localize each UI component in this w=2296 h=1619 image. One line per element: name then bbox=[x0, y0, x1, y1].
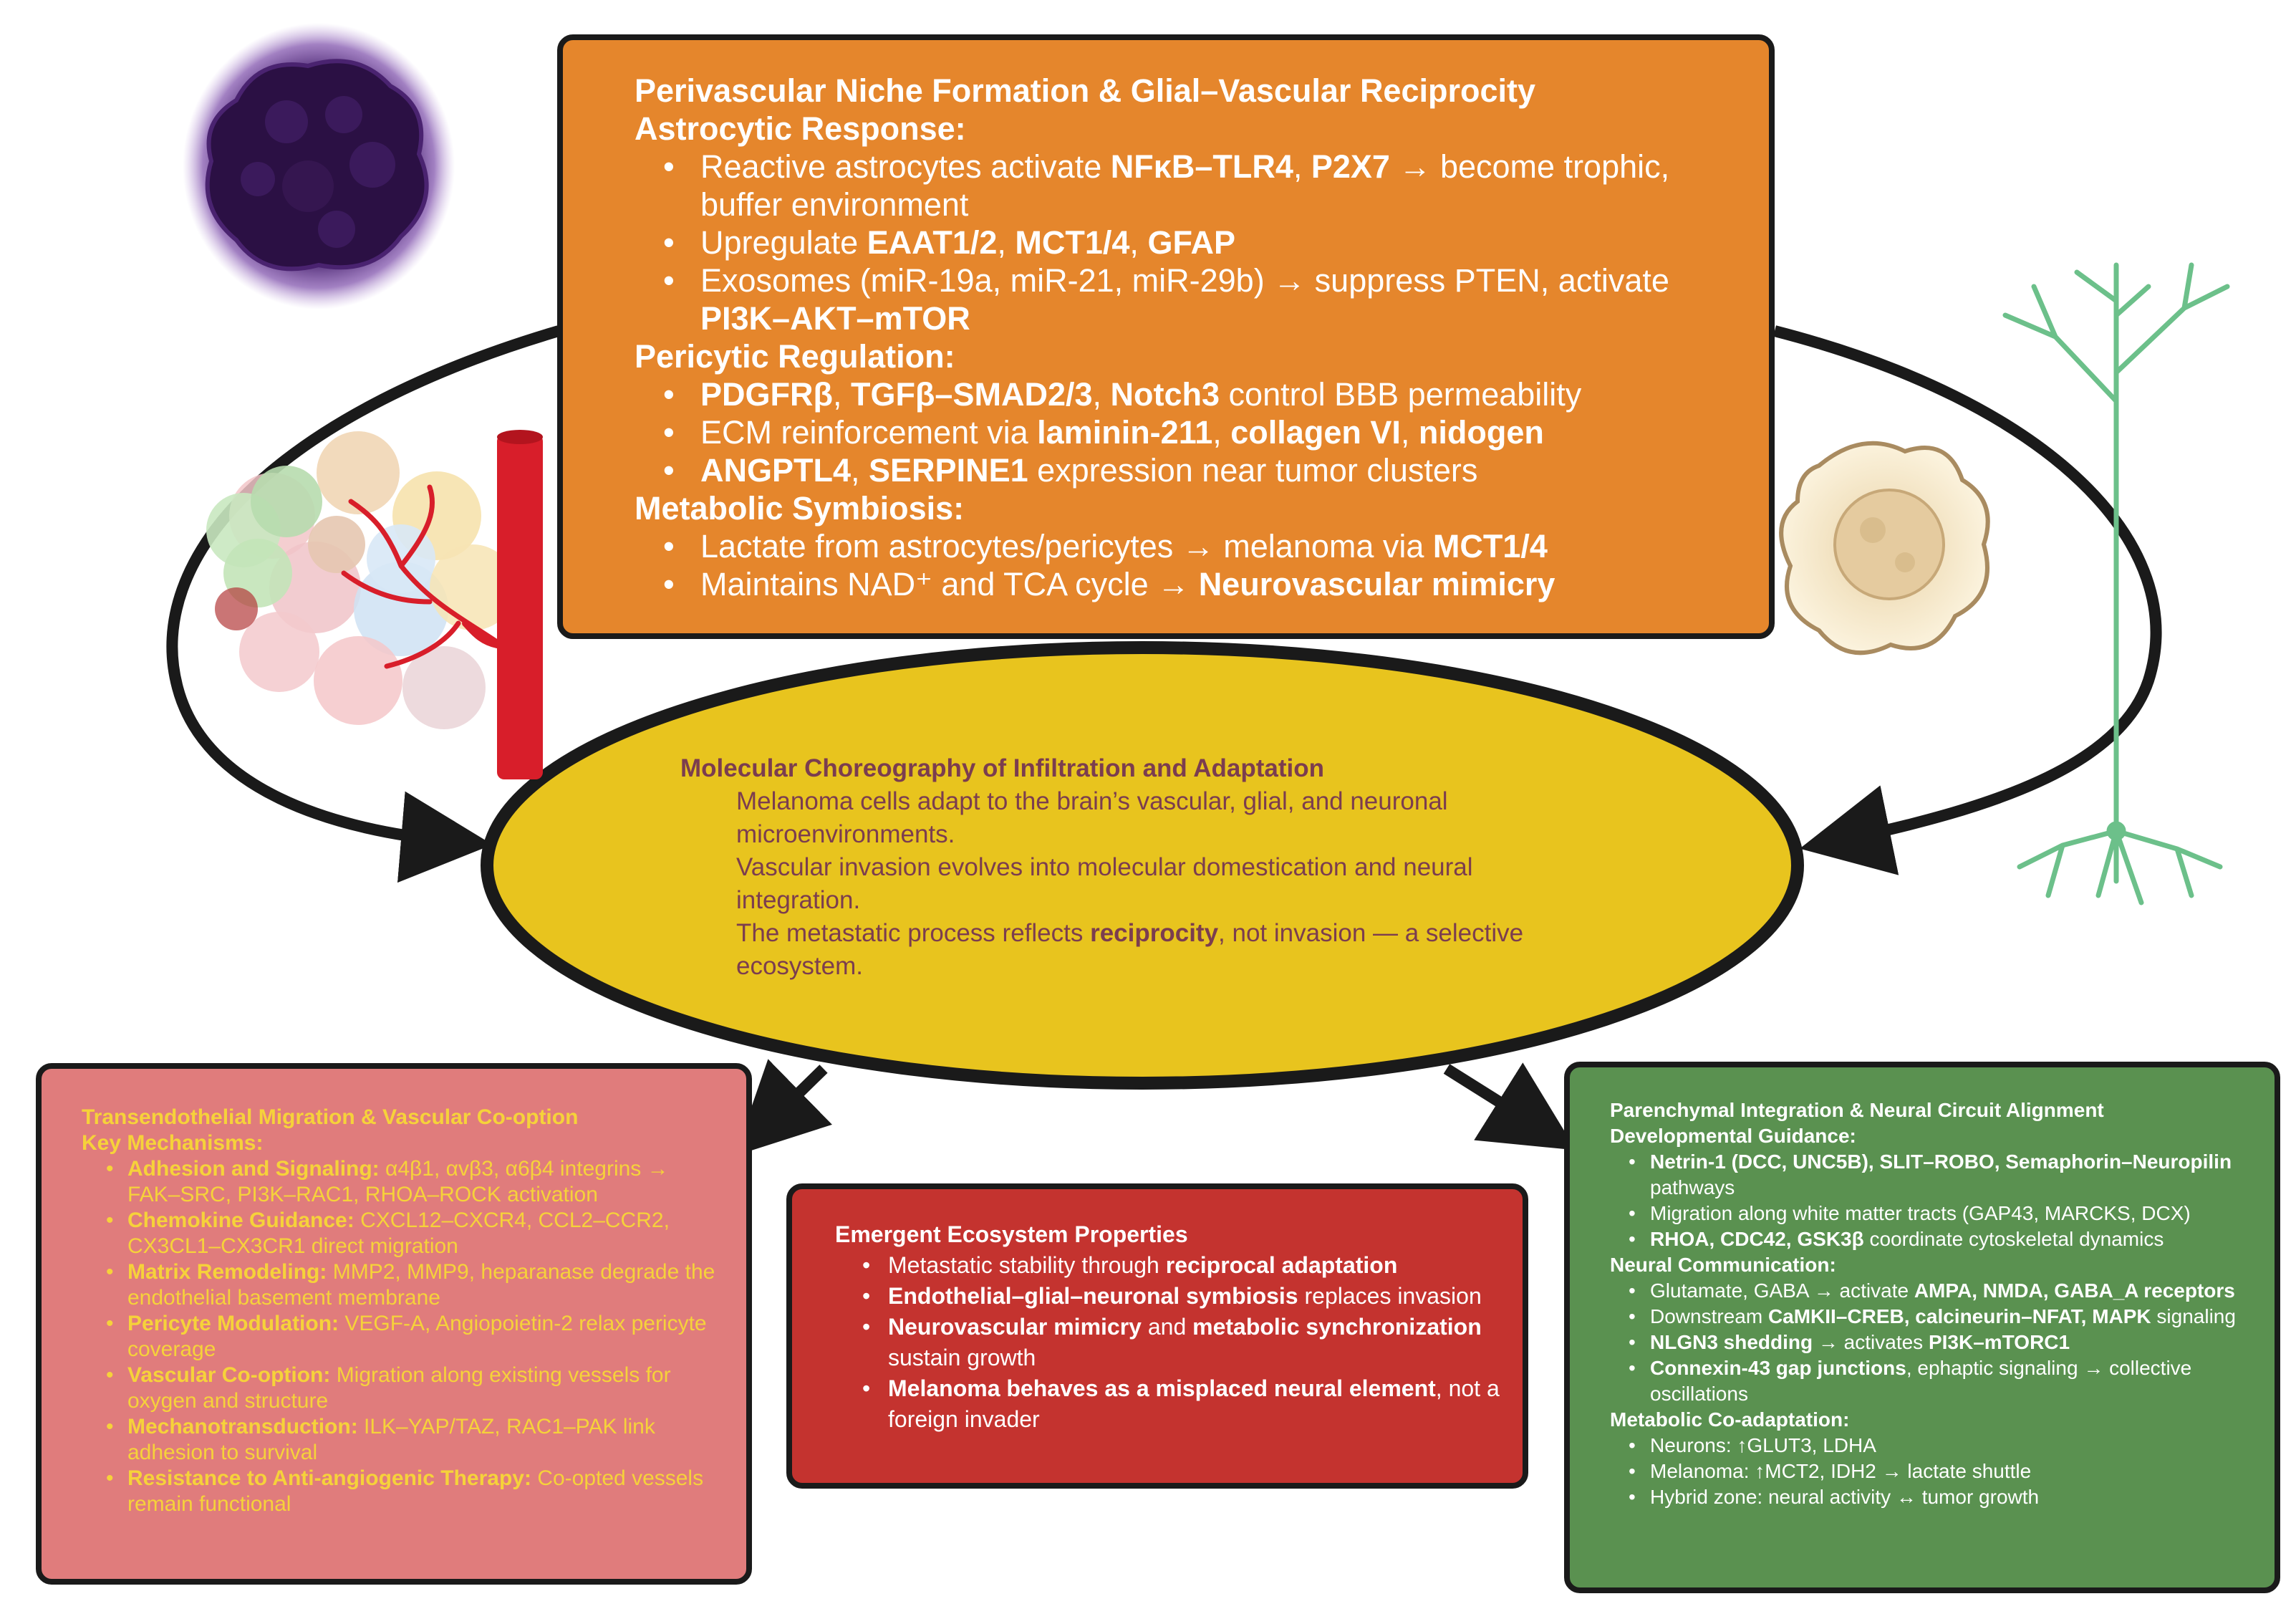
list-item: PDGFRβ, TGFβ–SMAD2/3, Notch3 control BBB… bbox=[635, 375, 1740, 413]
list-item: The metastatic process reflects reciproc… bbox=[736, 919, 1524, 980]
emergent-list: Metastatic stability through reciprocal … bbox=[835, 1250, 1501, 1435]
circulation-loop bbox=[166, 325, 2162, 883]
parenchymal-integration-box: Parenchymal Integration & Neural Circuit… bbox=[1564, 1062, 2280, 1593]
astrocytic-heading: Astrocytic Response: bbox=[635, 110, 966, 147]
perivascular-title: Perivascular Niche Formation & Glial–Vas… bbox=[635, 72, 1536, 109]
list-item: Pericyte Modulation: VEGF-A, Angiopoieti… bbox=[82, 1311, 725, 1363]
list-item: NLGN3 shedding → activates PI3K–mTORC1 bbox=[1610, 1330, 2260, 1355]
list-item: Hybrid zone: neural activity ↔ tumor gro… bbox=[1610, 1484, 2260, 1510]
list-item: ANGPTL4, SERPINE1 expression near tumor … bbox=[635, 451, 1740, 489]
list-item: Exosomes (miR-19a, miR-21, miR-29b) → su… bbox=[635, 261, 1740, 337]
center-ellipse bbox=[481, 641, 1804, 1090]
transendothelial-box: Transendothelial Migration & Vascular Co… bbox=[36, 1063, 752, 1585]
pericytic-heading: Pericytic Regulation: bbox=[635, 338, 955, 375]
developmental-list: Netrin-1 (DCC, UNC5B), SLIT–ROBO, Semaph… bbox=[1610, 1149, 2260, 1252]
metabolic-coadaptation-heading: Metabolic Co-adaptation: bbox=[1610, 1408, 1850, 1431]
center-ellipse-text: Molecular Choreography of Infiltration a… bbox=[680, 752, 1597, 983]
center-title: Molecular Choreography of Infiltration a… bbox=[680, 754, 1324, 782]
list-item: Netrin-1 (DCC, UNC5B), SLIT–ROBO, Semaph… bbox=[1610, 1149, 2260, 1201]
neural-list: Glutamate, GABA → activate AMPA, NMDA, G… bbox=[1610, 1278, 2260, 1407]
pericytic-list: PDGFRβ, TGFβ–SMAD2/3, Notch3 control BBB… bbox=[635, 375, 1740, 489]
list-item: Matrix Remodeling: MMP2, MMP9, heparanas… bbox=[82, 1259, 725, 1311]
list-item: Upregulate EAAT1/2, MCT1/4, GFAP bbox=[635, 224, 1740, 261]
list-item: Melanoma: ↑MCT2, IDH2 → lactate shuttle bbox=[1610, 1459, 2260, 1484]
list-item: Lactate from astrocytes/pericytes → mela… bbox=[635, 527, 1740, 565]
coadaptation-list: Neurons: ↑GLUT3, LDHA Melanoma: ↑MCT2, I… bbox=[1610, 1433, 2260, 1510]
list-item: Downstream CaMKII–CREB, calcineurin–NFAT… bbox=[1610, 1304, 2260, 1330]
list-item: Neurons: ↑GLUT3, LDHA bbox=[1610, 1433, 2260, 1459]
center-list: Melanoma cells adapt to the brain’s vasc… bbox=[680, 785, 1597, 983]
list-item: Reactive astrocytes activate NFκB–TLR4, … bbox=[635, 148, 1740, 224]
emergent-title: Emergent Ecosystem Properties bbox=[835, 1221, 1188, 1247]
neural-heading: Neural Communication: bbox=[1610, 1254, 1836, 1276]
list-item: ECM reinforcement via laminin-211, colla… bbox=[635, 413, 1740, 451]
tumor-cluster-icon bbox=[206, 431, 516, 729]
transendothelial-title: Transendothelial Migration & Vascular Co… bbox=[82, 1105, 579, 1129]
list-item: Chemokine Guidance: CXCL12–CXCR4, CCL2–C… bbox=[82, 1208, 725, 1259]
list-item: Maintains NAD⁺ and TCA cycle → Neurovasc… bbox=[635, 565, 1740, 603]
parenchymal-title: Parenchymal Integration & Neural Circuit… bbox=[1610, 1099, 2104, 1121]
key-mechanisms-heading: Key Mechanisms: bbox=[82, 1131, 264, 1155]
list-item: Adhesion and Signaling: α4β1, αvβ3, α6β4… bbox=[82, 1156, 725, 1208]
list-item: Vascular invasion evolves into molecular… bbox=[736, 853, 1473, 914]
metabolic-heading: Metabolic Symbiosis: bbox=[635, 490, 965, 527]
list-item: Glutamate, GABA → activate AMPA, NMDA, G… bbox=[1610, 1278, 2260, 1304]
list-item: Mechanotransduction: ILK–YAP/TAZ, RAC1–P… bbox=[82, 1414, 725, 1466]
developmental-heading: Developmental Guidance: bbox=[1610, 1125, 1856, 1147]
neuron-icon bbox=[2002, 262, 2230, 905]
list-item: Neurovascular mimicry and metabolic sync… bbox=[835, 1312, 1501, 1373]
list-item: Melanoma behaves as a misplaced neural e… bbox=[835, 1373, 1501, 1435]
blood-vessel-icon bbox=[462, 430, 543, 779]
list-item: Endothelial–glial–neuronal symbiosis rep… bbox=[835, 1281, 1501, 1312]
list-item: RHOA, CDC42, GSK3β coordinate cytoskelet… bbox=[1610, 1226, 2260, 1252]
list-item: Vascular Co-option: Migration along exis… bbox=[82, 1363, 725, 1414]
branch-arrows bbox=[734, 1059, 1576, 1156]
list-item: Metastatic stability through reciprocal … bbox=[835, 1250, 1501, 1281]
astrocyte-icon bbox=[1779, 441, 1990, 655]
list-item: Resistance to Anti-angiogenic Therapy: C… bbox=[82, 1466, 725, 1517]
metabolic-list: Lactate from astrocytes/pericytes → mela… bbox=[635, 527, 1740, 603]
astrocytic-list: Reactive astrocytes activate NFκB–TLR4, … bbox=[635, 148, 1740, 337]
mechanisms-list: Adhesion and Signaling: α4β1, αvβ3, α6β4… bbox=[82, 1156, 725, 1517]
list-item: Migration along white matter tracts (GAP… bbox=[1610, 1201, 2260, 1226]
emergent-ecosystem-box: Emergent Ecosystem Properties Metastatic… bbox=[786, 1183, 1528, 1489]
list-item: Melanoma cells adapt to the brain’s vasc… bbox=[736, 787, 1448, 848]
perivascular-niche-box: Perivascular Niche Formation & Glial–Vas… bbox=[557, 34, 1775, 639]
tumor-cell-icon bbox=[183, 23, 455, 309]
list-item: Connexin-43 gap junctions, ephaptic sign… bbox=[1610, 1355, 2260, 1407]
